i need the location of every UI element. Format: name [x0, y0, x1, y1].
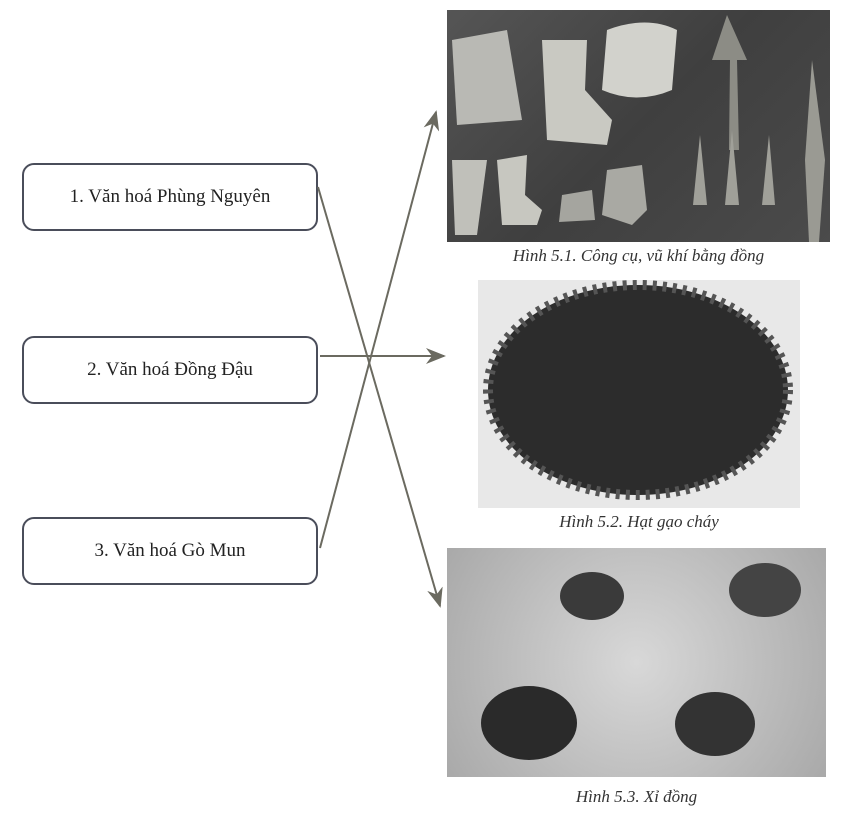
figure-caption-5-2: Hình 5.2. Hạt gạo cháy: [559, 512, 719, 531]
burnt-rice-photo: [478, 280, 800, 508]
culture-box-go-mun: 3. Văn hoá Gò Mun: [22, 517, 318, 585]
arrow-1-to-5-3: [317, 186, 443, 608]
bronze-tools-photo: [447, 10, 830, 242]
culture-box-phung-nguyen: 1. Văn hoá Phùng Nguyên: [22, 163, 318, 231]
figure-caption-5-3: Hình 5.3. Xỉ đồng: [575, 787, 698, 806]
box-label: 1. Văn hoá Phùng Nguyên: [69, 186, 271, 207]
figure-caption-5-1: Hình 5.1. Công cụ, vũ khí bằng đồng: [512, 246, 765, 265]
culture-box-dong-dau: 2. Văn hoá Đồng Đậu: [22, 336, 318, 404]
box-label: 2. Văn hoá Đồng Đậu: [87, 359, 253, 380]
box-label: 3. Văn hoá Gò Mun: [94, 540, 246, 561]
bronze-slag-photo: [447, 548, 826, 777]
arrow-3-to-5-1: [319, 110, 440, 549]
